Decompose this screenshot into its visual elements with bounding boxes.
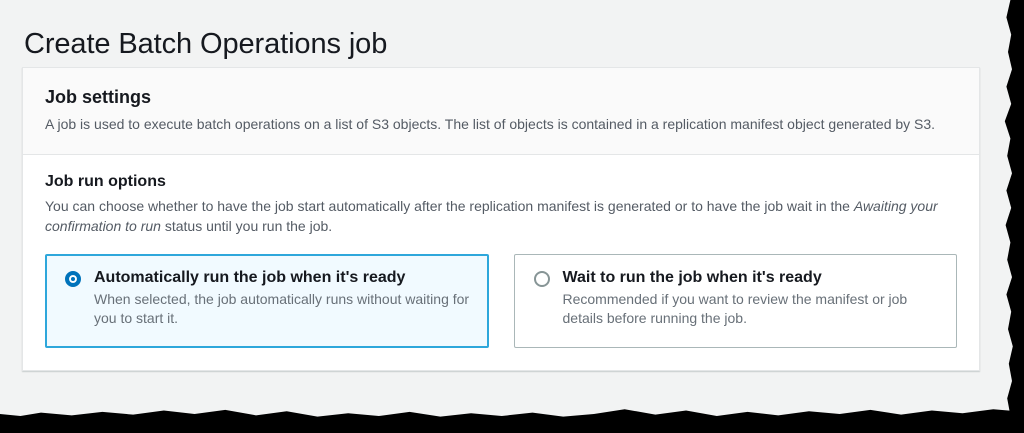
job-run-options-radio-group: Automatically run the job when it's read… bbox=[45, 254, 957, 348]
page-title: Create Batch Operations job bbox=[24, 28, 388, 61]
job-run-options-description: You can choose whether to have the job s… bbox=[45, 196, 945, 236]
radio-card-wait-title: Wait to run the job when it's ready bbox=[562, 269, 822, 286]
radio-card-automatic[interactable]: Automatically run the job when it's read… bbox=[45, 254, 489, 348]
job-run-options-description-part1: You can choose whether to have the job s… bbox=[45, 198, 854, 214]
radio-card-wait-description: Recommended if you want to review the ma… bbox=[562, 291, 908, 326]
job-settings-body: Job run options You can choose whether t… bbox=[23, 155, 979, 370]
job-settings-description: A job is used to execute batch operation… bbox=[45, 116, 936, 132]
job-settings-title: Job settings bbox=[45, 87, 152, 107]
torn-edge-right bbox=[1004, 0, 1024, 433]
radio-card-wait[interactable]: Wait to run the job when it's ready Reco… bbox=[513, 254, 957, 348]
torn-edge-bottom bbox=[0, 409, 1024, 433]
job-run-options-label: Job run options bbox=[45, 173, 166, 190]
radio-card-automatic-title: Automatically run the job when it's read… bbox=[94, 269, 406, 286]
radio-card-wait-text: Wait to run the job when it's ready Reco… bbox=[563, 268, 943, 328]
job-settings-header: Job settings A job is used to execute ba… bbox=[23, 68, 979, 155]
job-settings-card: Job settings A job is used to execute ba… bbox=[22, 67, 980, 371]
job-run-options-description-part2: status until you run the job. bbox=[160, 218, 333, 234]
radio-button-automatic-icon[interactable] bbox=[65, 271, 81, 287]
job-run-options-description-emphasis: Awaiting your confirmation to run bbox=[45, 198, 938, 234]
radio-card-automatic-text: Automatically run the job when it's read… bbox=[94, 268, 474, 328]
radio-button-wait-icon[interactable] bbox=[533, 271, 550, 287]
radio-card-automatic-description: When selected, the job automatically run… bbox=[94, 291, 470, 326]
